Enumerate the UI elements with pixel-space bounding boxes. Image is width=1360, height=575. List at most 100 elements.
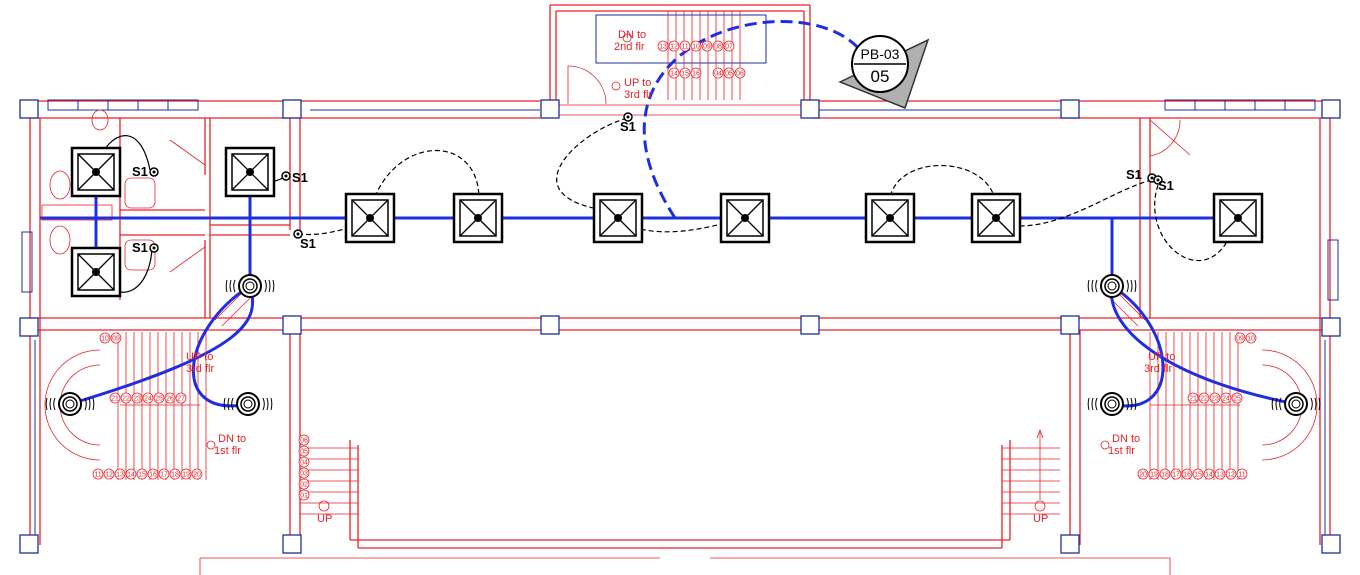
light-fixtures [70, 146, 1264, 298]
step-number: 20 [1137, 468, 1149, 480]
walls [29, 4, 1331, 575]
step-number: 10 [690, 40, 702, 52]
svg-text:04: 04 [714, 71, 722, 78]
svg-text:20: 20 [1139, 472, 1147, 479]
switch-wiring [95, 117, 1229, 293]
switch-label: S1 [1158, 178, 1174, 193]
svg-text:16: 16 [1183, 472, 1191, 479]
note-left-dn-1: DN to [218, 433, 246, 445]
step-number: 17 [1170, 468, 1182, 480]
step-number: 10 [1245, 332, 1257, 344]
light-fixture [70, 146, 122, 198]
svg-text:11: 11 [1238, 472, 1245, 479]
step-number: 09 [701, 40, 713, 52]
note-up-right: UP [1033, 513, 1048, 525]
svg-text:27: 27 [177, 396, 185, 403]
svg-text:10: 10 [1247, 336, 1255, 343]
downlight [45, 392, 95, 416]
step-number: 24 [142, 392, 154, 404]
step-number: 07 [723, 40, 735, 52]
light-switch: S1 [1126, 167, 1157, 183]
svg-text:22: 22 [122, 396, 130, 403]
step-number: 13 [1214, 468, 1226, 480]
svg-text:23: 23 [133, 396, 141, 403]
light-switch: S1 [281, 170, 308, 185]
svg-text:17: 17 [1172, 472, 1180, 479]
svg-text:01: 01 [300, 493, 308, 500]
note-left-up-2: 3rd flr [186, 363, 214, 375]
light-fixture [452, 192, 504, 244]
panel-tag: PB-03 05 [838, 35, 930, 109]
note-right-dn-2: 1st flr [1108, 445, 1135, 457]
switch-label: S1 [132, 240, 148, 255]
svg-text:19: 19 [182, 472, 190, 479]
svg-text:06: 06 [736, 71, 744, 78]
svg-text:18: 18 [171, 472, 179, 479]
note-top-up-1: UP to [624, 77, 651, 89]
svg-text:05: 05 [300, 449, 308, 456]
svg-text:11: 11 [94, 472, 101, 479]
step-number: 11 [92, 468, 104, 480]
svg-text:16: 16 [692, 71, 700, 78]
svg-text:14: 14 [1205, 472, 1213, 479]
step-number: 15 [679, 67, 691, 79]
svg-text:14: 14 [670, 71, 678, 78]
step-number: 19 [180, 468, 192, 480]
step-number: 11 [679, 40, 691, 52]
step-number: 20 [191, 468, 203, 480]
downlight [1087, 392, 1137, 416]
step-number: 02 [298, 478, 310, 490]
windows [21, 14, 1339, 540]
switch-label: S1 [1126, 167, 1142, 182]
light-fixture [224, 146, 276, 198]
step-number: 09 [110, 332, 122, 344]
step-number: 22 [1198, 392, 1210, 404]
step-number: 21 [109, 392, 121, 404]
step-number: 03 [298, 467, 310, 479]
svg-text:09: 09 [703, 44, 711, 51]
svg-text:09: 09 [112, 336, 120, 343]
svg-text:18: 18 [1161, 472, 1169, 479]
svg-text:13: 13 [659, 44, 667, 51]
light-fixture [344, 192, 396, 244]
svg-text:20: 20 [193, 472, 201, 479]
svg-text:13: 13 [1216, 472, 1224, 479]
step-number: 10 [99, 332, 111, 344]
step-number: 05 [723, 67, 735, 79]
light-fixture [864, 192, 916, 244]
step-number: 23 [131, 392, 143, 404]
panel-tag-code: PB-03 [861, 46, 900, 62]
step-number: 14 [668, 67, 680, 79]
step-number: 17 [158, 468, 170, 480]
svg-text:10: 10 [101, 336, 109, 343]
svg-text:14: 14 [127, 472, 135, 479]
downlight [225, 274, 275, 298]
svg-text:25: 25 [1233, 396, 1241, 403]
downlight [1087, 274, 1137, 298]
svg-text:05: 05 [725, 71, 733, 78]
step-number: 11 [1236, 468, 1248, 480]
svg-text:04: 04 [300, 460, 308, 467]
note-top-up-2: 3rd flr [624, 89, 652, 101]
light-fixture [70, 246, 122, 298]
light-fixture [970, 192, 1022, 244]
step-number: 24 [1220, 392, 1232, 404]
downlights [45, 274, 1321, 416]
svg-text:23: 23 [1211, 396, 1219, 403]
step-number: 06 [734, 67, 746, 79]
toilet-fixtures [41, 65, 1191, 273]
step-number: 15 [1192, 468, 1204, 480]
step-number: 13 [657, 40, 669, 52]
switch-label: S1 [132, 164, 148, 179]
note-right-up-1: UP to [1148, 351, 1175, 363]
svg-text:12: 12 [105, 472, 113, 479]
step-number: 16 [1181, 468, 1193, 480]
step-number: 26 [164, 392, 176, 404]
light-switch: S1 [293, 229, 316, 251]
svg-text:19: 19 [1150, 472, 1158, 479]
downlight [1271, 392, 1321, 416]
svg-text:09: 09 [1236, 336, 1244, 343]
step-number: 01 [298, 489, 310, 501]
note-up-left: UP [317, 513, 332, 525]
